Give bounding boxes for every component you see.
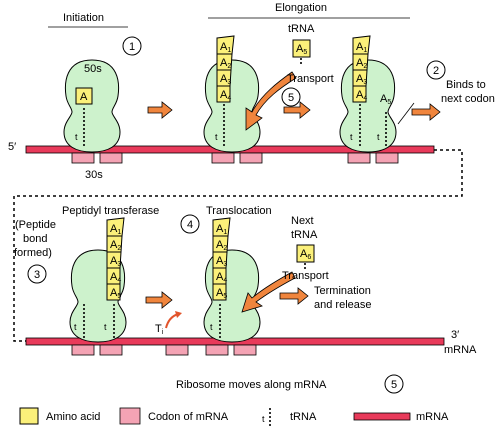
svg-text:A1: A1 bbox=[216, 223, 227, 236]
arrow-3 bbox=[411, 103, 441, 121]
svg-text:A3: A3 bbox=[220, 73, 231, 86]
svg-text:A2: A2 bbox=[110, 239, 121, 252]
svg-text:A3: A3 bbox=[110, 255, 121, 268]
peptide-label-3: formed) bbox=[14, 247, 52, 259]
termination-label-1: Termination bbox=[314, 285, 371, 297]
three-prime-label: 3′ bbox=[451, 329, 459, 341]
mrna-connector bbox=[13, 149, 463, 342]
transport-arrow-2 bbox=[241, 271, 296, 313]
trna-label-top: tRNA bbox=[288, 23, 315, 35]
header-initiation: Initiation bbox=[63, 12, 104, 24]
peptide-label-1: (Peptide bbox=[15, 219, 56, 231]
step-4: 4 bbox=[187, 219, 193, 231]
legend-codon: Codon of mRNA bbox=[148, 411, 229, 423]
arrow-4 bbox=[145, 291, 173, 309]
transport-label-2: Transport bbox=[282, 270, 329, 282]
peptide-label-2: bond bbox=[23, 233, 47, 245]
svg-text:A4: A4 bbox=[110, 271, 121, 284]
header-peptidyl: Peptidyl transferase bbox=[62, 205, 159, 217]
ribosome-peptidyl: A1 A2 A3 A4 A5 t t bbox=[69, 217, 127, 356]
transport-arrow-1 bbox=[245, 71, 297, 131]
svg-text:A2: A2 bbox=[216, 239, 227, 252]
svg-text:t: t bbox=[215, 132, 218, 142]
legend-trna: tRNA bbox=[290, 411, 317, 423]
header-translocation: Translocation bbox=[206, 205, 272, 217]
ribosome-initiation: A t 50s 30s bbox=[63, 59, 123, 181]
binds-label-1: Binds to bbox=[446, 79, 486, 91]
svg-text:A3: A3 bbox=[356, 73, 367, 86]
svg-text:A5: A5 bbox=[380, 93, 391, 106]
arrow-1 bbox=[147, 101, 173, 119]
arrow-5 bbox=[279, 287, 309, 305]
step-5-bottom: 5 bbox=[391, 379, 397, 391]
step-2: 2 bbox=[433, 65, 439, 77]
step-5-top: 5 bbox=[288, 92, 294, 104]
ti-label: Ti bbox=[155, 323, 164, 336]
step-1: 1 bbox=[129, 41, 135, 53]
svg-text:A5: A5 bbox=[296, 43, 307, 56]
ribosome-translocation: A1 A2 A3 A4 A5 t bbox=[203, 217, 261, 356]
svg-text:A4: A4 bbox=[216, 271, 227, 284]
svg-text:A1: A1 bbox=[356, 41, 367, 54]
next-label-2: tRNA bbox=[291, 229, 318, 241]
svg-text:t: t bbox=[74, 322, 77, 332]
svg-text:A4: A4 bbox=[220, 89, 231, 102]
legend-amino-acid: Amino acid bbox=[46, 411, 100, 423]
mrna-end-label: mRNA bbox=[444, 344, 477, 356]
svg-text:A5: A5 bbox=[216, 287, 227, 300]
ribosome-elongation-1: A1 A2 A3 A4 t bbox=[203, 35, 263, 164]
svg-text:A5: A5 bbox=[110, 287, 121, 300]
ribosome-elongation-2: A1 A2 A3 A4 A5 t t bbox=[339, 35, 399, 164]
header-elongation: Elongation bbox=[275, 2, 327, 14]
svg-text:A6: A6 bbox=[300, 248, 311, 261]
svg-text:t: t bbox=[210, 322, 213, 332]
svg-text:t: t bbox=[350, 132, 353, 142]
legend: Amino acid Codon of mRNA t tRNA mRNA bbox=[19, 407, 449, 426]
svg-text:t: t bbox=[75, 132, 78, 142]
svg-text:A: A bbox=[80, 91, 88, 103]
svg-text:t: t bbox=[377, 132, 380, 142]
svg-text:A2: A2 bbox=[220, 57, 231, 70]
binds-label-2: next codon bbox=[441, 93, 495, 105]
svg-text:A3: A3 bbox=[216, 255, 227, 268]
legend-swatch-amino bbox=[19, 407, 39, 425]
termination-label-2: and release bbox=[314, 299, 372, 311]
svg-text:t: t bbox=[262, 414, 265, 424]
svg-text:A4: A4 bbox=[356, 89, 367, 102]
next-label-1: Next bbox=[291, 215, 314, 227]
legend-swatch-mrna bbox=[353, 412, 411, 421]
large-subunit-label: 50s bbox=[84, 63, 102, 75]
five-prime-label: 5′ bbox=[8, 141, 16, 153]
transport-label-1: Transport bbox=[287, 73, 334, 85]
svg-text:A1: A1 bbox=[110, 223, 121, 236]
small-subunit-label: 30s bbox=[85, 169, 103, 181]
svg-text:A1: A1 bbox=[220, 41, 231, 54]
arrow-2 bbox=[283, 101, 311, 119]
svg-text:A2: A2 bbox=[356, 57, 367, 70]
ribosome-moves-label: Ribosome moves along mRNA bbox=[176, 379, 327, 391]
svg-text:t: t bbox=[104, 322, 107, 332]
legend-swatch-codon bbox=[119, 407, 141, 425]
legend-mrna: mRNA bbox=[416, 411, 449, 423]
step-3: 3 bbox=[34, 269, 40, 281]
